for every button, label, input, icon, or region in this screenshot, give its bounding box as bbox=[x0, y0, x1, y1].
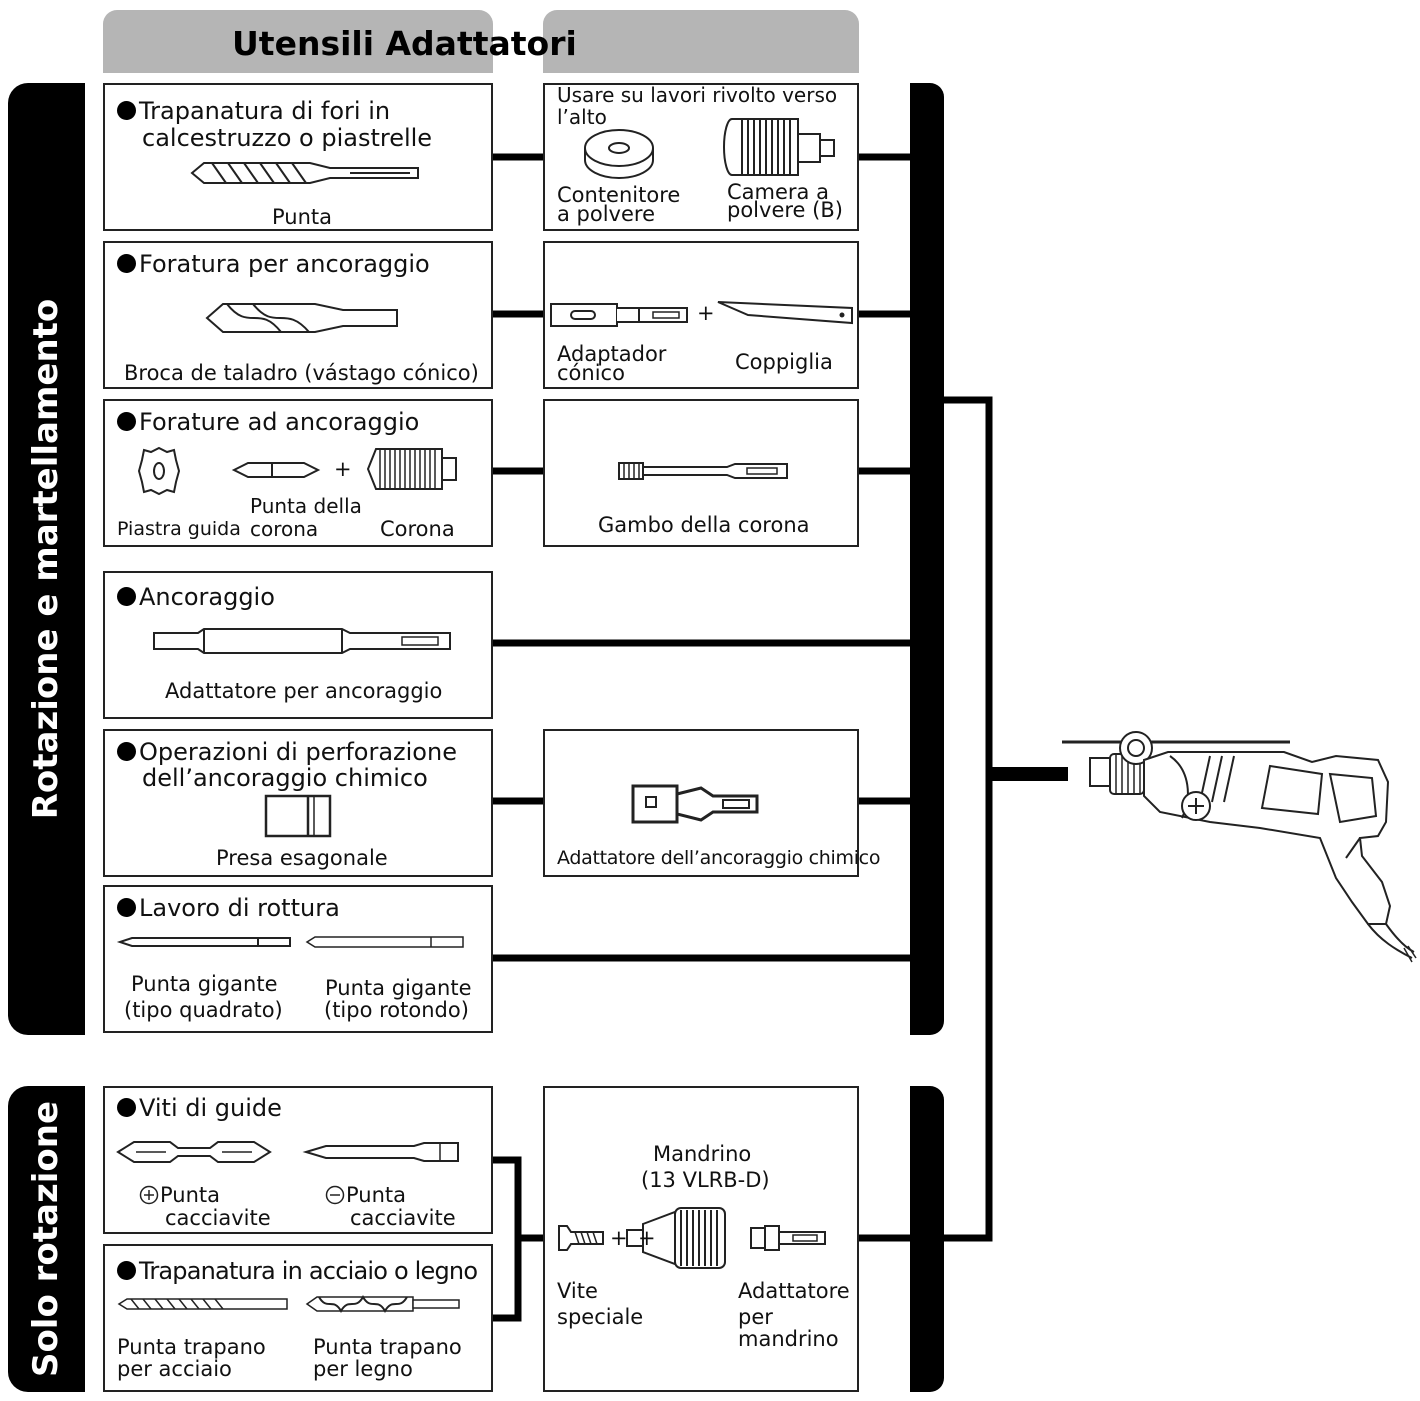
label-bull-point-round-2: (tipo rotondo) bbox=[324, 998, 469, 1022]
dust-cup-icon bbox=[584, 129, 654, 179]
label-bull-point-round-1: Punta gigante bbox=[325, 976, 472, 1000]
label-slotted-bit-1: Punta bbox=[346, 1183, 407, 1207]
wood-drill-bit-icon bbox=[305, 1294, 460, 1314]
tool-box-concrete-drilling bbox=[103, 83, 493, 231]
label-chuck-name-1: Mandrino bbox=[653, 1142, 752, 1166]
bullet-icon bbox=[117, 742, 136, 761]
tool-title-core: Forature ad ancoraggio bbox=[117, 409, 419, 435]
label-anchor-adapter: Adattatore per ancoraggio bbox=[165, 679, 443, 703]
phillips-bit-icon bbox=[116, 1141, 272, 1163]
label-chuck-name-2: (13 VLRB-D) bbox=[641, 1168, 770, 1192]
steel-drill-bit-icon bbox=[117, 1298, 288, 1310]
core-bit-icon bbox=[366, 448, 457, 490]
side-bar-rotation-hammering bbox=[8, 83, 85, 1035]
label-taper-adapter-1: Adaptador bbox=[557, 342, 667, 366]
label-dust-cup-2: a polvere bbox=[557, 202, 655, 226]
side-bar-rotation-only bbox=[8, 1086, 85, 1392]
cotter-icon bbox=[717, 301, 853, 325]
tool-title-anchoring: Ancoraggio bbox=[117, 584, 275, 610]
label-dust-chamber-2: polvere (B) bbox=[727, 198, 843, 222]
label-hex-socket: Presa esagonale bbox=[216, 846, 388, 870]
tool-title-chemical: Operazioni di perforazione bbox=[117, 739, 457, 765]
bullet-icon bbox=[117, 587, 136, 606]
label-core-bit: Corona bbox=[380, 517, 455, 541]
label-chuck-adapter-2: per bbox=[738, 1305, 773, 1329]
label-guide-plate: Piastra guida bbox=[117, 518, 241, 540]
plus-circle-icon bbox=[139, 1185, 159, 1205]
label-taper-adapter-2: cónico bbox=[557, 361, 625, 385]
chemical-anchor-adapter-icon bbox=[631, 784, 759, 824]
taper-drill-bit-icon bbox=[205, 303, 398, 333]
slotted-bit-icon bbox=[302, 1142, 459, 1162]
label-bull-point-square-1: Punta gigante bbox=[131, 972, 278, 996]
label-special-screw-1: Vite bbox=[557, 1279, 598, 1303]
label-chuck-adapter-1: Adattatore bbox=[738, 1279, 850, 1303]
bullet-icon bbox=[117, 898, 136, 917]
label-chemical-anchor-adapter: Adattatore dell’ancoraggio chimico bbox=[557, 847, 881, 869]
header-title: Utensili Adattatori bbox=[232, 24, 577, 63]
bullet-icon bbox=[117, 1098, 136, 1117]
tool-title-anchor-drill: Foratura per ancoraggio bbox=[117, 251, 430, 277]
label-bull-point-square-2: (tipo quadrato) bbox=[124, 998, 283, 1022]
bracket-bar-lower bbox=[910, 1086, 944, 1392]
label-cotter: Coppiglia bbox=[735, 350, 833, 374]
tool-box-anchor-drilling bbox=[103, 241, 493, 389]
drill-bit-icon bbox=[190, 162, 419, 184]
minus-circle-icon bbox=[325, 1185, 345, 1205]
label-steel-drill-bit-1: Punta trapano bbox=[117, 1335, 266, 1359]
guide-plate-icon bbox=[137, 446, 181, 496]
dust-chamber-icon bbox=[723, 118, 835, 176]
anchor-adapter-icon bbox=[153, 628, 451, 654]
label-phillips-bit-2: cacciavite bbox=[165, 1206, 271, 1230]
label-taper-drill-bit: Broca de taladro (vástago cónico) bbox=[124, 361, 479, 385]
label-wood-drill-bit-1: Punta trapano bbox=[313, 1335, 462, 1359]
label-chuck-adapter-3: mandrino bbox=[738, 1327, 839, 1351]
bullet-icon bbox=[117, 1261, 136, 1280]
tool-title-concrete-line2: calcestruzzo o piastrelle bbox=[142, 124, 433, 152]
label-dust-note-2: l’alto bbox=[557, 105, 607, 129]
label-core-shank: Gambo della corona bbox=[598, 513, 810, 537]
taper-adapter-icon bbox=[550, 303, 688, 327]
label-center-pin-2: corona bbox=[250, 517, 319, 541]
plus-sign: + bbox=[638, 1226, 656, 1250]
label-dust-chamber-1: Camera a bbox=[727, 180, 829, 204]
hex-socket-icon bbox=[264, 794, 332, 838]
chuck-adapter-icon bbox=[750, 1225, 826, 1251]
label-steel-drill-bit-2: per acciaio bbox=[117, 1357, 232, 1381]
center-pin-icon bbox=[231, 462, 321, 478]
label-dust-cup-1: Contenitore bbox=[557, 183, 681, 207]
plus-sign: + bbox=[697, 301, 715, 325]
label-center-pin-1: Punta della bbox=[250, 494, 362, 518]
bull-point-square-icon bbox=[116, 937, 291, 947]
plus-sign: + bbox=[334, 457, 352, 481]
tool-title-screw: Viti di guide bbox=[117, 1095, 282, 1121]
bullet-icon bbox=[117, 412, 136, 431]
label-dust-note-1: Usare su lavori rivolto verso bbox=[557, 83, 838, 107]
chuck-icon bbox=[626, 1207, 726, 1269]
tool-title-chemical-line2: dell’ancoraggio chimico bbox=[142, 764, 428, 792]
core-shank-icon bbox=[618, 462, 788, 480]
rotary-hammer-icon bbox=[1062, 731, 1417, 963]
tool-title-concrete: Trapanatura di fori in bbox=[117, 98, 390, 124]
header-tab-tools bbox=[103, 10, 493, 73]
tool-title-steel-wood: Trapanatura in acciaio o legno bbox=[117, 1258, 478, 1284]
tool-box-breaking bbox=[103, 885, 493, 1033]
label-special-screw-2: speciale bbox=[557, 1305, 644, 1329]
label-phillips-bit-1: Punta bbox=[160, 1183, 221, 1207]
label-drill-bit: Punta bbox=[272, 205, 333, 229]
label-slotted-bit-2: cacciavite bbox=[350, 1206, 456, 1230]
plus-sign: + bbox=[610, 1226, 628, 1250]
bracket-bar-upper bbox=[910, 83, 944, 1035]
bullet-icon bbox=[117, 254, 136, 273]
tool-box-steel-wood bbox=[103, 1244, 493, 1392]
special-screw-icon bbox=[558, 1225, 604, 1251]
bull-point-round-icon bbox=[305, 936, 464, 948]
tool-title-breaking: Lavoro di rottura bbox=[117, 895, 340, 921]
label-wood-drill-bit-2: per legno bbox=[313, 1357, 413, 1381]
bullet-icon bbox=[117, 101, 136, 120]
header-tab-adapters bbox=[543, 10, 859, 73]
